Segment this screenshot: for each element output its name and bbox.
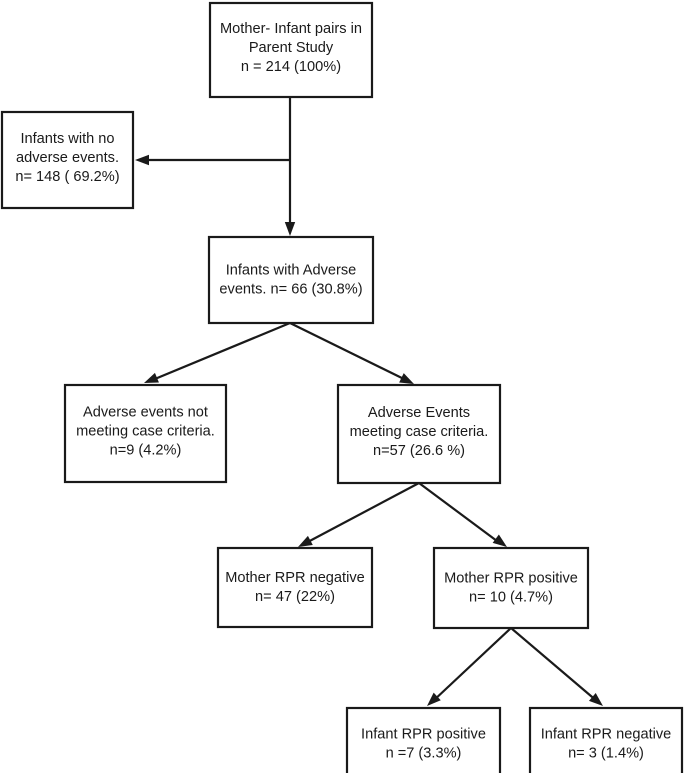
node-text-line: Mother RPR positive: [444, 570, 578, 586]
node-box-outline: [345, 706, 502, 773]
edge-parent-study-to-no-adverse-events: [135, 154, 290, 166]
node-box-outline: [336, 383, 502, 485]
node-box-outline: [0, 110, 135, 210]
edge-mother-rpr-positive-to-infant-rpr-negative: [510, 627, 603, 706]
node-text-line: Parent Study: [249, 40, 334, 56]
connector-line: [289, 322, 409, 382]
connector-layer: [135, 97, 603, 706]
edge-parent-study-to-infants-with-adverse-events: [284, 97, 296, 236]
node-text-line: n= 148 ( 69.2%): [15, 169, 119, 185]
node-text-line: n =7 (3.3%): [386, 745, 462, 761]
node-box-outline: [216, 546, 374, 629]
node-text-line: n= 10 (4.7%): [469, 589, 553, 605]
adverse-events-not-meeting-case-criteria-node: Adverse events not meeting case criteria.…: [63, 383, 228, 484]
mother-rpr-negative-node: Mother RPR negative n= 47 (22%): [216, 546, 374, 629]
edge-meeting-case-criteria-to-mother-rpr-positive: [418, 482, 507, 547]
infant-rpr-positive-node: Infant RPR positive n =7 (3.3%): [345, 706, 502, 773]
connector-line: [510, 627, 599, 703]
node-text-line: Infant RPR negative: [541, 726, 672, 742]
node-text-line: Infants with Adverse: [226, 262, 357, 278]
node-text-line: adverse events.: [16, 150, 119, 166]
edge-adverse-events-to-not-meeting-case-criteria: [144, 321, 291, 383]
arrow-head-icon: [144, 372, 159, 383]
node-text-line: n= 47 (22%): [255, 589, 335, 605]
arrow-head-icon: [298, 535, 313, 547]
arrow-head-icon: [427, 692, 441, 706]
connector-line: [149, 321, 291, 383]
node-text-line: events. n= 66 (30.8%): [219, 281, 362, 297]
node-box-outline: [63, 383, 228, 484]
node-text-line: n= 3 (1.4%): [568, 745, 644, 761]
node-text-line: Mother RPR negative: [225, 570, 365, 586]
arrow-head-icon: [492, 534, 507, 547]
node-box-outline: [208, 1, 374, 99]
node-text-line: meeting case criteria.: [350, 424, 489, 440]
edge-mother-rpr-positive-to-infant-rpr-positive: [427, 627, 512, 706]
node-text-line: n=57 (26.6 %): [373, 443, 465, 459]
parent-study-node: Mother- Infant pairs in Parent Study n = 2…: [208, 1, 374, 99]
edge-adverse-events-to-meeting-case-criteria: [289, 322, 414, 384]
arrow-head-icon: [135, 154, 149, 166]
infants-with-adverse-events-node: Infants with Adverse events. n= 66 (30.8%…: [207, 235, 375, 325]
node-text-line: Infants with no: [20, 131, 114, 147]
node-text-line: Infant RPR positive: [361, 726, 486, 742]
node-text-line: Adverse events not: [83, 404, 208, 420]
node-text-line: meeting case criteria.: [76, 423, 215, 439]
node-box-outline: [528, 706, 684, 773]
arrow-head-icon: [588, 692, 603, 706]
adverse-events-meeting-case-criteria-node: Adverse Events meeting case criteria. n=57…: [336, 383, 502, 485]
no-adverse-events-node: Infants with no adverse events. n= 148 ( 6…: [0, 110, 135, 210]
node-text-line: n=9 (4.2%): [110, 442, 182, 458]
arrow-head-icon: [399, 373, 414, 384]
infant-rpr-negative-node: Infant RPR negative n= 3 (1.4%): [528, 706, 684, 773]
arrow-head-icon: [284, 222, 296, 236]
node-text-line: Adverse Events: [368, 405, 470, 421]
connector-line: [418, 482, 502, 545]
edge-meeting-case-criteria-to-mother-rpr-negative: [298, 482, 420, 547]
connector-line: [303, 482, 420, 545]
node-box-outline: [432, 546, 590, 630]
connector-line: [431, 627, 512, 703]
mother-rpr-positive-node: Mother RPR positive n= 10 (4.7%): [432, 546, 590, 630]
node-text-line: n = 214 (100%): [241, 59, 341, 75]
node-text-line: Mother- Infant pairs in: [220, 21, 362, 37]
node-box-outline: [207, 235, 375, 325]
